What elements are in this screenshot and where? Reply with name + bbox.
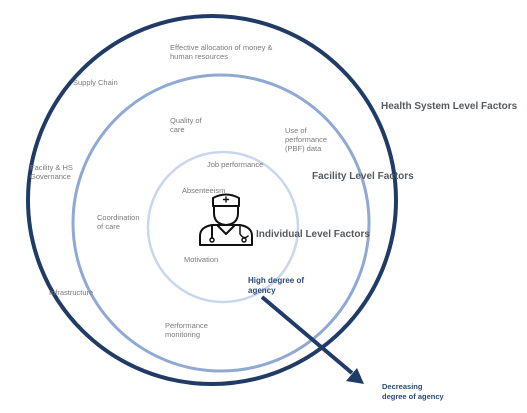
health-system-level-label: Health System Level Factors	[381, 101, 518, 112]
factor-supply-chain: Supply Chain	[73, 78, 118, 87]
factor-absenteeism: Absenteeism	[182, 186, 226, 195]
decreasing-agency-arrow	[260, 295, 364, 384]
factor-pbf-data: Use of performance (PBF) data	[285, 126, 328, 153]
decreasing-agency-label: Decreasing degree of agency	[382, 382, 444, 401]
factor-job-performance: Job performance	[207, 160, 264, 169]
health-system-ring	[26, 14, 398, 386]
factor-allocation: Effective allocation of money & human re…	[170, 43, 273, 61]
factor-infrastructure: Infrastructure	[49, 288, 94, 297]
high-agency-label: High degree of agency	[248, 276, 305, 295]
facility-level-label: Facility Level Factors	[312, 171, 414, 182]
individual-level-label: Individual Level Factors	[256, 229, 370, 240]
facility-ring	[71, 73, 371, 373]
factor-quality-of-care: Quality of care	[170, 116, 202, 134]
factor-governance: Facility & HS Governance	[30, 163, 73, 181]
factor-performance-monitoring: Performance monitoring	[165, 321, 208, 339]
health-worker-icon	[199, 193, 253, 246]
factor-coordination: Coordination of care	[97, 213, 140, 231]
factor-motivation: Motivation	[184, 255, 219, 264]
individual-ring	[146, 150, 300, 304]
